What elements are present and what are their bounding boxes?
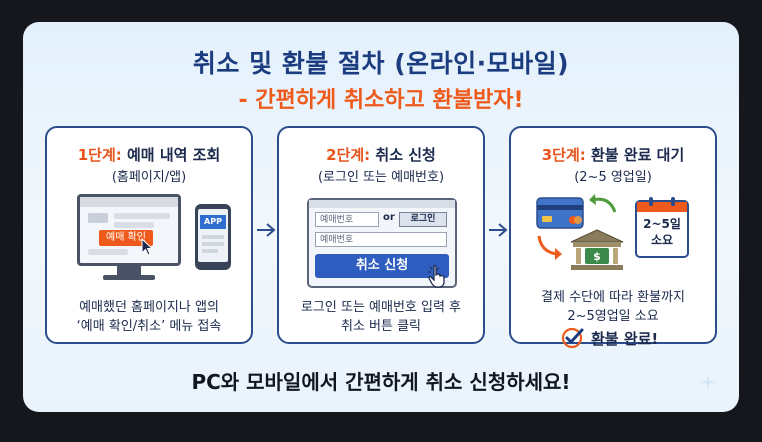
- step-2-desc-line2: 취소 버튼 클릭: [340, 319, 422, 334]
- step-3-box: 3단계: 환불 완료 대기 (2~5 영업일) $: [509, 126, 717, 349]
- page-subtitle: - 간편하게 취소하고 환불받자!: [238, 88, 524, 113]
- smartphone-icon: APP: [195, 204, 231, 270]
- step-1-number: 1단계:: [77, 146, 122, 164]
- reservation-number-field[interactable]: 예매번호: [315, 212, 379, 227]
- check-circle-icon: [561, 327, 584, 349]
- app-label: APP: [200, 215, 226, 229]
- step-1-title: 예매 내역 조회: [121, 146, 221, 164]
- step-2-subtitle: (로그인 또는 예매번호): [317, 170, 445, 185]
- calendar-icon: 2~5일 소요: [635, 197, 689, 258]
- step-1-subtitle: (홈페이지/앱): [111, 170, 187, 185]
- hand-pointer-icon: [428, 265, 445, 288]
- refund-flow-icon: $: [536, 194, 624, 270]
- step-1-box: 1단계: 예매 내역 조회 (홈페이지/앱) 예매 확인 APP 예매했던 홈페…: [45, 126, 253, 344]
- step-3-title: 환불 완료 대기: [585, 146, 685, 164]
- step-3-number: 3단계:: [541, 146, 586, 164]
- step-1-heading: 1단계: 예매 내역 조회: [47, 144, 251, 165]
- cursor-icon: [141, 238, 154, 256]
- step-3-heading: 3단계: 환불 완료 대기: [511, 144, 715, 165]
- monitor-icon: [77, 194, 181, 266]
- procedure-card: 취소 및 환불 절차 (온라인·모바일) - 간편하게 취소하고 환불받자! 1…: [23, 22, 739, 412]
- reservation-check-button[interactable]: 예매 확인: [99, 230, 153, 246]
- step-2-number: 2단계:: [326, 146, 371, 164]
- svg-text:$: $: [593, 250, 601, 263]
- step-2-box: 2단계: 취소 신청 (로그인 또는 예매번호) 예매번호 or 로그인 예매번…: [277, 126, 485, 344]
- calendar-required-label: 소요: [650, 233, 674, 247]
- step-1-desc-line1: 예매했던 홈페이지나 앱의: [79, 300, 219, 315]
- page-title: 취소 및 환불 절차 (온라인·모바일): [192, 49, 570, 78]
- reservation-number-input[interactable]: 예매번호: [315, 232, 447, 247]
- arrow-right-icon: [257, 223, 276, 237]
- login-button[interactable]: 로그인: [399, 212, 447, 227]
- step-2-description: 로그인 또는 예매번호 입력 후 취소 버튼 클릭: [285, 298, 477, 336]
- step-3-description: 결제 수단에 따라 환불까지 2~5영업일 소요: [517, 288, 709, 326]
- refund-complete-label: 환불 완료!: [591, 330, 659, 348]
- step-3-desc-line1: 결제 수단에 따라 환불까지: [541, 290, 685, 305]
- step-2-heading: 2단계: 취소 신청: [279, 144, 483, 165]
- step-3-desc-line2: 2~5영업일 소요: [567, 309, 659, 324]
- step-3-subtitle: (2~5 영업일): [574, 170, 652, 185]
- step-2-title: 취소 신청: [370, 146, 436, 164]
- step-1-description: 예매했던 홈페이지나 앱의 ‘예매 확인/취소’ 메뉴 접속: [53, 298, 245, 336]
- or-label: or: [383, 212, 395, 223]
- step-2-desc-line1: 로그인 또는 예매번호 입력 후: [300, 300, 462, 315]
- step-1-desc-line2: ‘예매 확인/취소’ 메뉴 접속: [76, 319, 222, 334]
- sparkle-icon: [700, 374, 716, 390]
- login-window: 예매번호 or 로그인 예매번호 취소 신청: [307, 198, 457, 288]
- cancel-request-button[interactable]: 취소 신청: [315, 254, 449, 278]
- refund-complete: 환불 완료!: [561, 326, 691, 350]
- calendar-days-label: 2~5일: [643, 217, 681, 231]
- footer-message: PC와 모바일에서 간편하게 취소 신청하세요!: [191, 370, 571, 394]
- arrow-right-icon: [489, 223, 508, 237]
